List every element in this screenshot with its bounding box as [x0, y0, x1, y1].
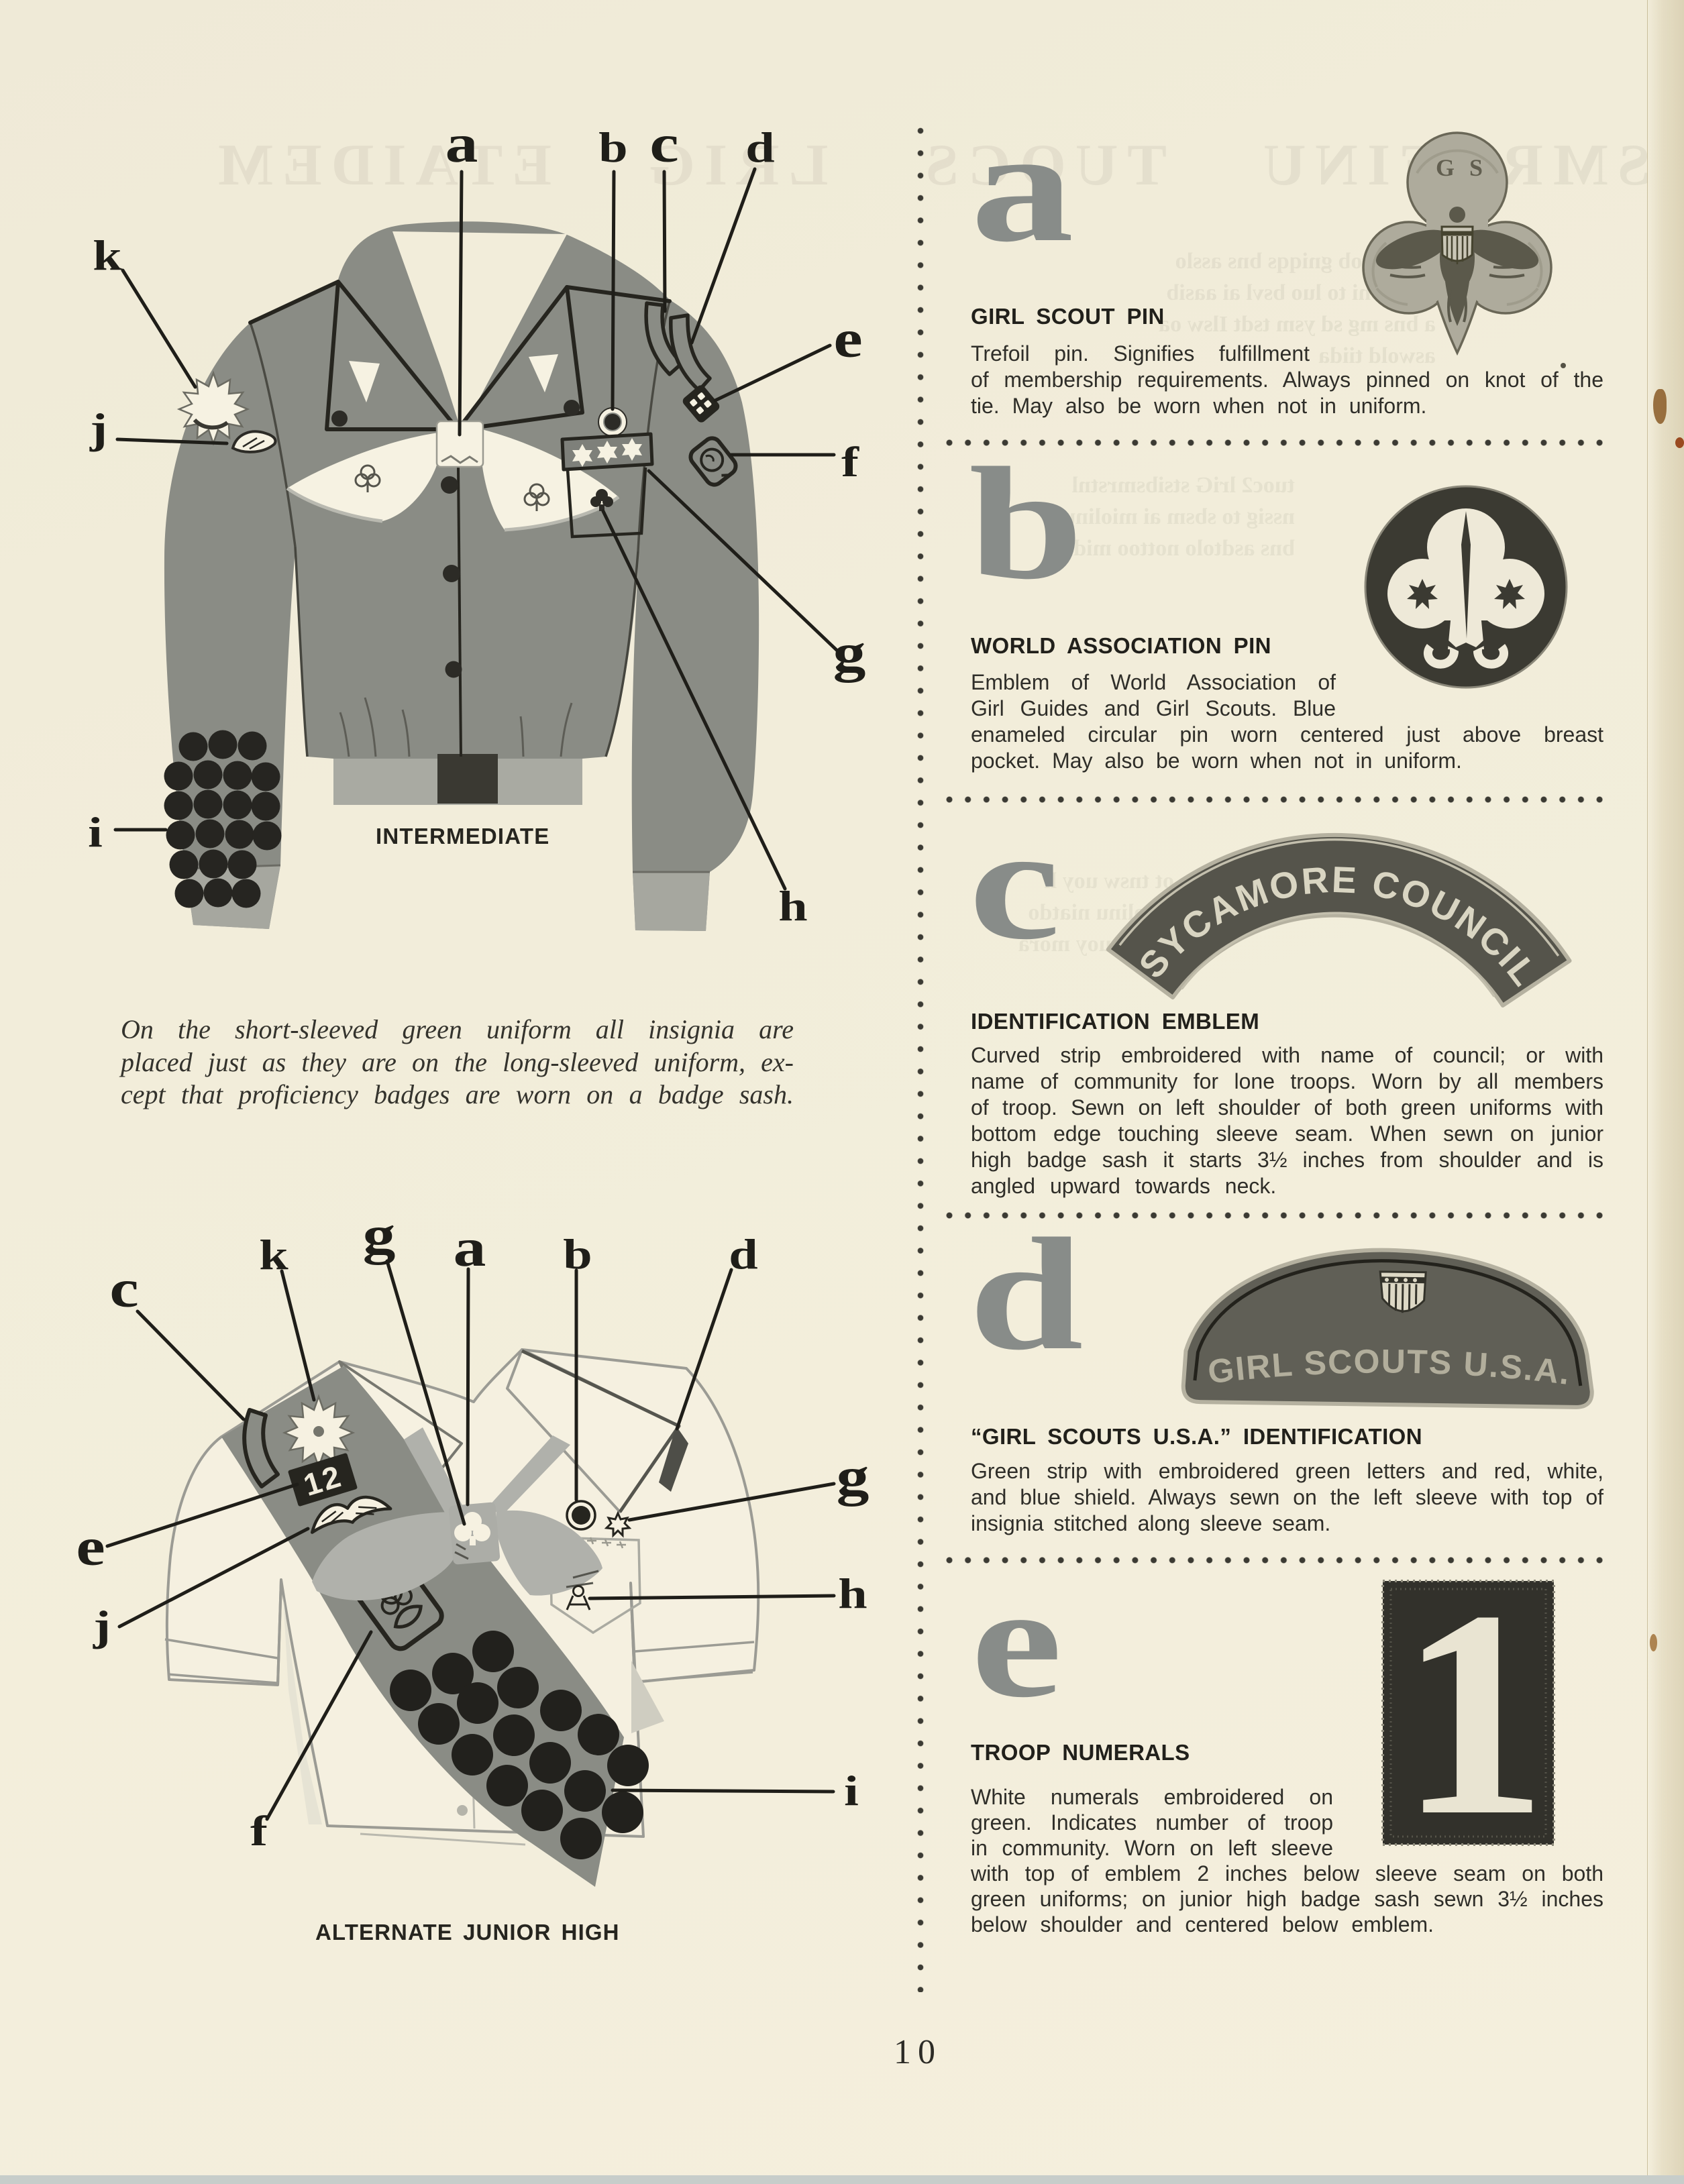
- svg-text:i: i: [88, 809, 103, 857]
- svg-text:h: h: [838, 1570, 867, 1618]
- svg-text:1: 1: [1400, 1550, 1547, 1877]
- svg-text:j: j: [89, 405, 107, 453]
- svg-text:k: k: [259, 1232, 288, 1279]
- svg-text:e: e: [833, 309, 862, 369]
- svg-text:e: e: [76, 1517, 105, 1577]
- svg-text:g: g: [833, 623, 866, 683]
- svg-text:GS: GS: [1436, 154, 1497, 181]
- svg-text:j: j: [93, 1602, 111, 1650]
- svg-text:g: g: [837, 1447, 870, 1507]
- svg-text:a: a: [445, 114, 478, 174]
- svg-text:k: k: [93, 232, 122, 280]
- svg-text:b: b: [598, 124, 627, 172]
- svg-text:f: f: [841, 439, 859, 486]
- svg-text:b: b: [563, 1231, 592, 1278]
- svg-text:h: h: [778, 883, 807, 930]
- svg-text:c: c: [109, 1259, 138, 1319]
- svg-text:d: d: [745, 124, 774, 172]
- svg-text:a: a: [454, 1218, 486, 1278]
- svg-text:g: g: [363, 1205, 396, 1265]
- svg-text:f: f: [250, 1808, 268, 1855]
- svg-text:d: d: [729, 1231, 757, 1278]
- svg-text:i: i: [844, 1767, 859, 1815]
- svg-text:c: c: [649, 114, 678, 174]
